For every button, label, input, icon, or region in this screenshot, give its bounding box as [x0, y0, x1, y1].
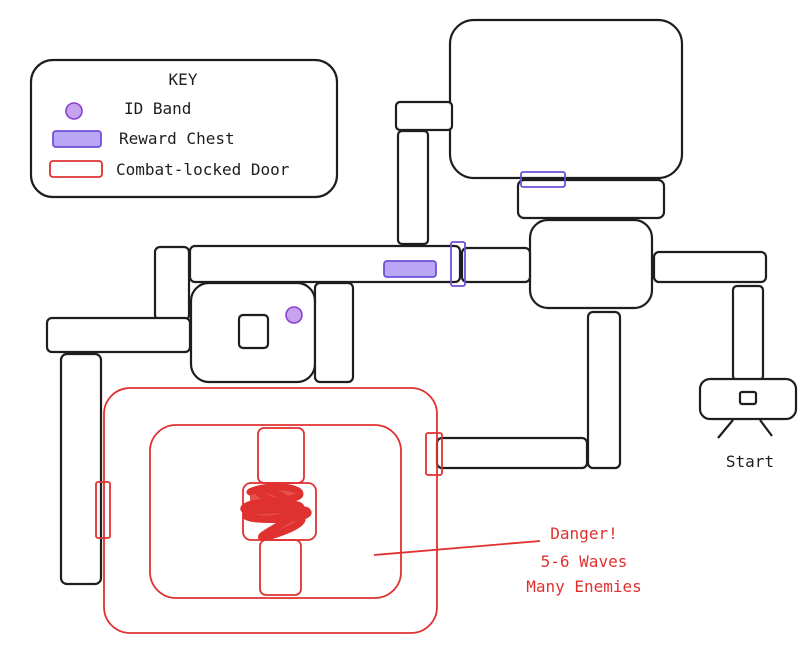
- danger-pointer-line: [373, 540, 541, 556]
- map-walls: [45, 18, 798, 586]
- arena-pillar-north: [257, 427, 305, 484]
- start-leg-left: [717, 419, 734, 439]
- map-items: [285, 171, 566, 324]
- start-label: Start: [726, 452, 774, 471]
- west-stub: [153, 245, 191, 322]
- arena-inner: [149, 424, 402, 599]
- start-corridor: [731, 284, 765, 382]
- danger-label-line3: Many Enemies: [526, 577, 642, 596]
- legend-label-id-band: ID Band: [124, 99, 191, 118]
- arena-outer: [103, 387, 438, 634]
- start-pad-marker: [738, 390, 758, 406]
- legend-title: KEY: [169, 70, 198, 89]
- combat-door-icon: [49, 160, 103, 178]
- start-leg-right: [759, 419, 773, 437]
- reward-chest-icon: [52, 130, 102, 148]
- reward-chest-door-top: [520, 171, 566, 188]
- reward-chest-door-corridor: [450, 241, 466, 287]
- west-corridor: [45, 316, 192, 354]
- danger-arena: [95, 387, 541, 634]
- id-band-marker: [285, 306, 303, 324]
- arena-entry-corridor: [435, 436, 589, 470]
- hub-room: [528, 218, 654, 310]
- id-band-icon: [65, 102, 83, 120]
- arena-door-west: [95, 481, 111, 539]
- vertical-corridor-top: [396, 129, 430, 246]
- danger-label-line2: 5-6 Waves: [541, 552, 628, 571]
- far-west-corridor: [59, 352, 103, 586]
- reward-chest-main: [383, 260, 437, 278]
- legend-box: [29, 58, 339, 199]
- top-room-lower-block: [516, 178, 666, 220]
- south-corridor: [586, 310, 622, 470]
- band-room-pillar: [237, 313, 270, 350]
- legend: KEY ID Band Reward Chest Combat-locked D…: [29, 58, 339, 199]
- boss-scribble-icon: [240, 483, 312, 541]
- legend-label-reward-chest: Reward Chest: [119, 129, 235, 148]
- danger-label-line1: Danger!: [550, 524, 617, 543]
- arena-door-east: [425, 432, 443, 476]
- top-ledge: [394, 100, 454, 132]
- top-room: [448, 18, 684, 180]
- east-corridor: [652, 250, 768, 284]
- main-corridor-east: [460, 246, 532, 284]
- arena-pillar-south: [259, 539, 302, 596]
- band-room-side: [313, 281, 355, 384]
- legend-label-combat-door: Combat-locked Door: [116, 160, 290, 179]
